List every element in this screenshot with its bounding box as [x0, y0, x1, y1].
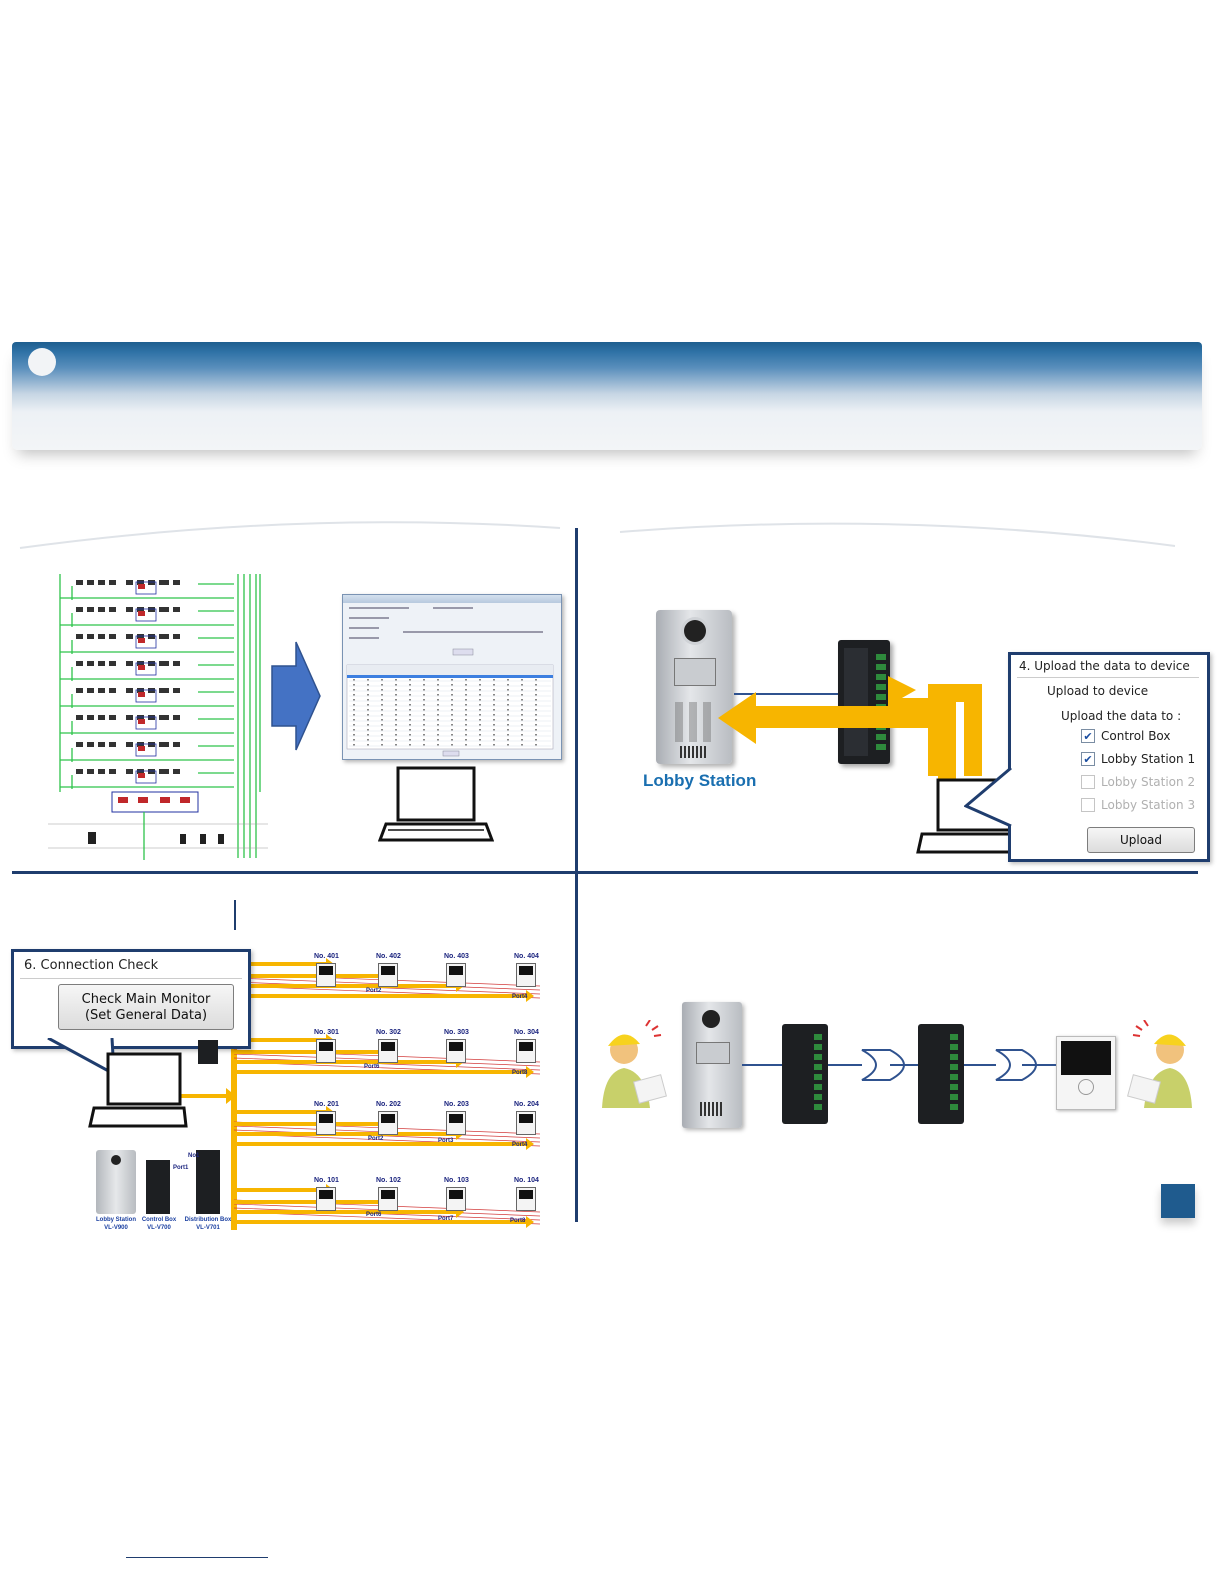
upload-arrows: [718, 676, 982, 780]
upload-target-label: Lobby Station 2: [1101, 775, 1196, 789]
checkbox-icon: [1081, 775, 1095, 789]
vertical-divider: [575, 528, 578, 1222]
upload-target-3: Lobby Station 2: [1081, 775, 1195, 789]
distribution-box-upper: [198, 1040, 218, 1064]
settings-software-window: [342, 594, 562, 760]
arrow-right-icon: [271, 641, 321, 751]
upload-dialog-callout: 4. Upload the data to device Upload to d…: [1008, 652, 1210, 862]
section-header-band: [12, 342, 1202, 450]
laptop-icon: [378, 766, 494, 842]
cable-links: [742, 1049, 1056, 1081]
lobby-station-label: Lobby Station: [643, 771, 757, 790]
control-box-small: [146, 1160, 170, 1214]
connection-diagram: [180, 958, 541, 1230]
lobby-station-small: [96, 1150, 136, 1214]
checkbox-icon[interactable]: ✔: [1081, 729, 1095, 743]
wiring-schematic: [48, 572, 268, 860]
port1-label: Port1: [173, 1165, 189, 1171]
upload-group-label: Upload the data to :: [1061, 709, 1182, 723]
upload-button[interactable]: Upload: [1087, 827, 1195, 853]
checkbox-icon[interactable]: ✔: [1081, 752, 1095, 766]
upload-target-label: Lobby Station 3: [1101, 798, 1196, 812]
upload-step-title: 4. Upload the data to device: [1019, 659, 1190, 673]
checkbox-icon: [1081, 798, 1095, 812]
control-box-device-2: [782, 1024, 828, 1124]
header-shadow-arcs: [19, 521, 1176, 549]
connection-check-callout: 6. Connection Check Check Main Monitor (…: [11, 949, 251, 1049]
check-main-monitor-label: Check Main Monitor: [81, 992, 211, 1007]
callout-pointer: [964, 766, 1012, 828]
no1-label: No1: [188, 1153, 200, 1159]
installer-right-icon: [1127, 1020, 1192, 1108]
upload-target-label: Control Box: [1101, 729, 1171, 743]
main-monitor-device: [1056, 1036, 1116, 1110]
page-corner-marker: [1161, 1184, 1195, 1218]
upload-target-2[interactable]: ✔ Lobby Station 1: [1081, 752, 1195, 766]
horizontal-divider: [12, 871, 1198, 874]
small-divider: [234, 900, 236, 930]
upload-target-label: Lobby Station 1: [1101, 752, 1196, 766]
section-number-circle: [28, 348, 56, 376]
footnote-rule: [126, 1557, 268, 1558]
lobby-station-device-2: [682, 1002, 742, 1128]
distribution-box-small: [196, 1150, 220, 1214]
lobby-station-device: [656, 610, 732, 764]
control-box-device: [838, 640, 890, 764]
check-main-monitor-button[interactable]: Check Main Monitor (Set General Data): [58, 984, 234, 1030]
connection-check-title: 6. Connection Check: [24, 958, 159, 973]
upload-target-1[interactable]: ✔ Control Box: [1081, 729, 1195, 743]
set-general-data-label: (Set General Data): [84, 1008, 208, 1023]
laptop-icon-3: [88, 1052, 188, 1128]
upload-subtitle: Upload to device: [1047, 684, 1149, 698]
installer-left-icon: [602, 1020, 667, 1108]
distribution-box-device-2: [918, 1024, 964, 1124]
upload-target-4: Lobby Station 3: [1081, 798, 1195, 812]
connection-line: [734, 693, 840, 695]
